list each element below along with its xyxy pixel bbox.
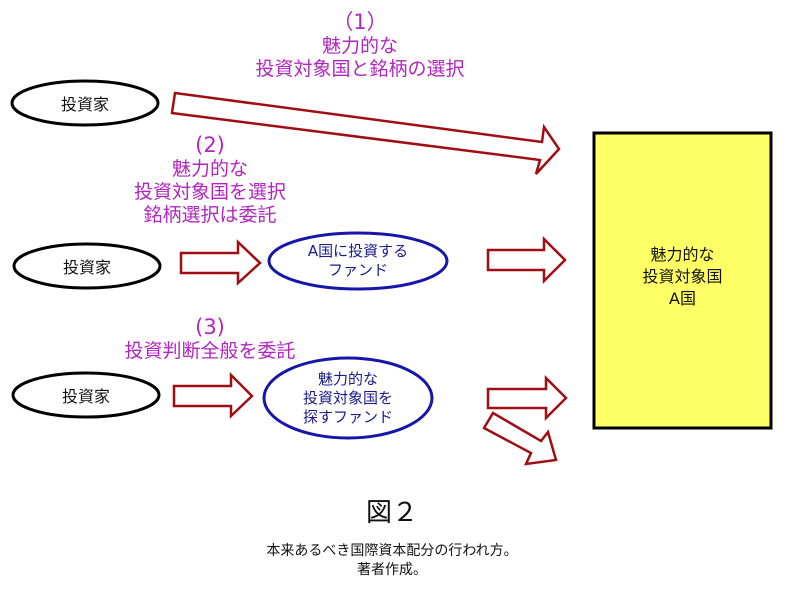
fund-ellipse-3 bbox=[262, 356, 434, 440]
scenario1-label-line: 投資対象国と銘柄の選択 bbox=[255, 58, 465, 80]
fund-node-3: 魅力的な 投資対象国を 探すファンド bbox=[264, 358, 432, 438]
investor-label: 投資家 bbox=[60, 95, 109, 114]
fund-node-2: A国に投資する ファンド bbox=[269, 233, 447, 289]
target-label-line: 投資対象国 bbox=[642, 267, 723, 286]
investor-node-1: 投資家 bbox=[12, 81, 158, 125]
investor-label: 投資家 bbox=[61, 387, 110, 406]
investor-ellipse-3 bbox=[11, 371, 161, 419]
investor-label: 投資家 bbox=[62, 258, 111, 277]
target-label-line: A国 bbox=[669, 289, 696, 308]
figure-credit: 著者作成。 bbox=[357, 562, 427, 578]
investor-ellipse-2 bbox=[12, 242, 162, 290]
investor-node-2: 投資家 bbox=[14, 244, 160, 288]
figure-title: 図２ bbox=[365, 498, 418, 528]
scenario1-label-line: 魅力的な bbox=[321, 35, 398, 57]
scenario2-label-line: 銘柄選択は委託 bbox=[143, 204, 277, 226]
arrow-scenario1 bbox=[170, 91, 561, 175]
fund-label-line: 魅力的な bbox=[317, 369, 378, 388]
arrow-scenario3-to-target bbox=[486, 374, 568, 422]
scenario3-label-line: 投資判断全般を委託 bbox=[124, 340, 296, 362]
scenario3-number: (3) bbox=[195, 315, 225, 339]
scenario2-label-line: 投資対象国を選択 bbox=[133, 181, 286, 203]
scenario1-number: （1） bbox=[332, 10, 388, 34]
arrow-scenario3-elsewhere bbox=[482, 411, 558, 466]
investor-node-3: 投資家 bbox=[13, 373, 159, 417]
fund-label-line: A国に投資する bbox=[307, 242, 409, 260]
arrow-scenario3-to-fund bbox=[172, 371, 254, 419]
fund-ellipse-2 bbox=[267, 231, 449, 291]
scenario2-label-line: 魅力的な bbox=[171, 158, 248, 180]
investor-ellipse-1 bbox=[10, 79, 160, 127]
figure-description: 本来あるべき国際資本配分の行われ方。 bbox=[266, 543, 518, 559]
target-country-box bbox=[592, 131, 773, 430]
arrow-scenario2-to-target bbox=[486, 235, 567, 285]
scenario2-label: (2) 魅力的な 投資対象国を選択 銘柄選択は委託 bbox=[100, 133, 320, 227]
scenario1-label: （1） 魅力的な 投資対象国と銘柄の選択 bbox=[200, 10, 520, 81]
target-country-label: 魅力的な 投資対象国 A国 bbox=[594, 244, 771, 310]
arrow-scenario2-to-fund bbox=[179, 239, 262, 286]
scenario2-number: (2) bbox=[195, 133, 225, 157]
fund-label-line: 探すファンド bbox=[302, 407, 393, 426]
fund-label-line: 投資対象国を bbox=[302, 388, 393, 407]
scenario3-label: (3) 投資判断全般を委託 bbox=[100, 315, 320, 363]
target-label-line: 魅力的な bbox=[650, 245, 715, 264]
fund-label-line: ファンド bbox=[327, 261, 388, 279]
